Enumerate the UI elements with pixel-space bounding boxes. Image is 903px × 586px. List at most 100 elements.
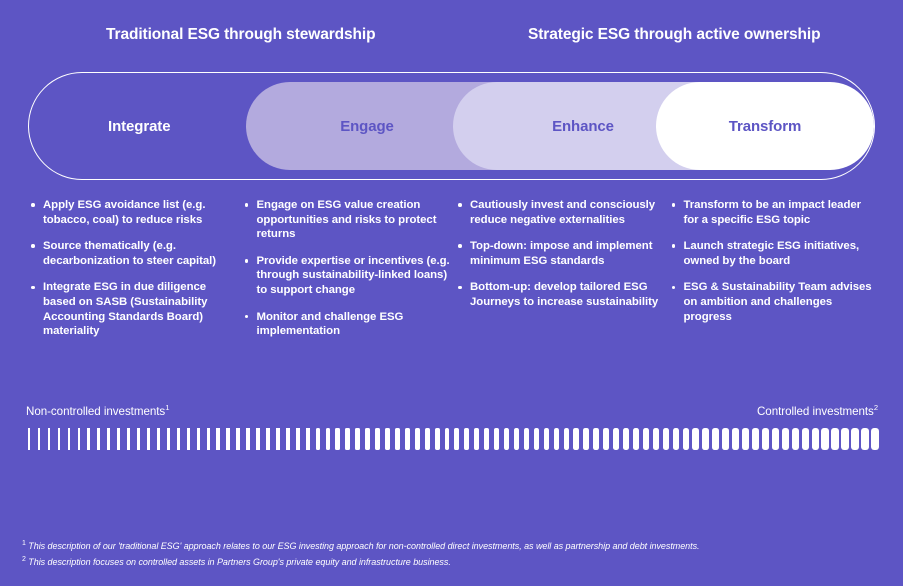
spectrum-tick <box>67 428 70 450</box>
spectrum-tick <box>662 428 670 450</box>
spectrum-tick <box>166 428 170 450</box>
spectrum-tick <box>533 428 540 450</box>
spectrum-label-left-text: Non-controlled investments <box>26 404 166 418</box>
list-item: Integrate ESG in due diligence based on … <box>28 280 238 338</box>
spectrum-tick <box>642 428 650 450</box>
spectrum-tick <box>851 428 860 450</box>
spectrum-tick <box>504 428 510 450</box>
stage-capsule-band: Integrate Engage Enhance Transform <box>28 72 875 180</box>
spectrum-tick <box>236 428 240 450</box>
spectrum-tick <box>246 428 250 450</box>
spectrum-tick <box>47 428 50 450</box>
list-item: Provide expertise or incentives (e.g. th… <box>242 254 452 298</box>
list-item: Bottom-up: develop tailored ESG Journeys… <box>455 280 665 309</box>
spectrum-tick <box>692 428 700 450</box>
footnote-2-marker: 2 <box>22 556 26 563</box>
list-item: Engage on ESG value creation opportuniti… <box>242 198 452 242</box>
spectrum-tick <box>335 428 340 450</box>
spectrum-tick <box>434 428 440 450</box>
spectrum-tick <box>742 428 750 450</box>
spectrum-tick <box>385 428 390 450</box>
list-item: Source thematically (e.g. decarbonizatio… <box>28 239 238 268</box>
spectrum-tick <box>712 428 720 450</box>
footnote-1-marker: 1 <box>22 540 26 547</box>
spectrum-tick <box>523 428 530 450</box>
spectrum-tick <box>593 428 600 450</box>
spectrum-tick <box>513 428 520 450</box>
spectrum-tick <box>256 428 260 450</box>
header-strategic-esg: Strategic ESG through active ownership <box>528 26 821 43</box>
spectrum-tick <box>146 428 150 450</box>
spectrum-tick <box>404 428 410 450</box>
spectrum-tick <box>355 428 360 450</box>
footnote-1: 1 This description of our 'traditional E… <box>22 537 882 553</box>
spectrum-tick <box>811 428 820 450</box>
spectrum-tick <box>583 428 590 450</box>
stage-transform[interactable]: Transform <box>656 82 874 170</box>
stage-enhance-label: Enhance <box>552 117 614 135</box>
spectrum-tick <box>107 428 110 450</box>
spectrum-tick <box>632 428 640 450</box>
spectrum-tick <box>623 428 630 450</box>
spectrum-tick <box>603 428 610 450</box>
spectrum-tick <box>801 428 810 450</box>
spectrum-tick <box>702 428 710 450</box>
spectrum-tick <box>553 428 560 450</box>
spectrum-tick <box>57 428 60 450</box>
spectrum-tick <box>464 428 470 450</box>
list-item: ESG & Sustainability Team advises on amb… <box>669 280 879 324</box>
spectrum-tick <box>484 428 490 450</box>
list-item: Monitor and challenge ESG implementation <box>242 310 452 339</box>
spectrum-tick <box>732 428 740 450</box>
spectrum-tick <box>831 428 840 450</box>
column-engage: Engage on ESG value creation opportuniti… <box>242 198 452 351</box>
spectrum-labels: Non-controlled investments1 Controlled i… <box>26 403 878 421</box>
spectrum-tick <box>206 428 210 450</box>
footnote-2: 2 This description focuses on controlled… <box>22 553 882 569</box>
spectrum-gradient-bar <box>24 427 880 451</box>
spectrum-tick <box>127 428 130 450</box>
spectrum-tick <box>424 428 430 450</box>
spectrum-tick <box>841 428 850 450</box>
bullet-list-engage: Engage on ESG value creation opportuniti… <box>242 198 452 339</box>
spectrum-tick <box>97 428 100 450</box>
list-item: Top-down: impose and implement minimum E… <box>455 239 665 268</box>
spectrum-tick <box>761 428 770 450</box>
stage-integrate-label: Integrate <box>108 117 171 135</box>
spectrum-tick <box>454 428 460 450</box>
spectrum-tick <box>871 428 880 450</box>
header-traditional-esg: Traditional ESG through stewardship <box>106 26 376 43</box>
stage-transform-label: Transform <box>728 117 802 135</box>
stage-integrate[interactable]: Integrate <box>28 82 274 170</box>
spectrum-tick <box>137 428 140 450</box>
spectrum-tick <box>305 428 310 450</box>
bullet-list-transform: Transform to be an impact leader for a s… <box>669 198 879 324</box>
spectrum-tick <box>682 428 690 450</box>
list-item: Transform to be an impact leader for a s… <box>669 198 879 227</box>
spectrum-tick <box>652 428 660 450</box>
spectrum-tick <box>156 428 160 450</box>
spectrum-tick <box>117 428 120 450</box>
stage-engage-label: Engage <box>340 117 394 135</box>
spectrum-tick <box>196 428 200 450</box>
column-integrate: Apply ESG avoidance list (e.g. tobacco, … <box>28 198 238 351</box>
spectrum-tick <box>494 428 500 450</box>
bullet-list-enhance: Cautiously invest and consciously reduce… <box>455 198 665 310</box>
spectrum-tick <box>345 428 350 450</box>
spectrum-tick <box>325 428 330 450</box>
spectrum-label-right-superscript: 2 <box>873 403 878 412</box>
spectrum-tick <box>791 428 800 450</box>
spectrum-tick <box>315 428 320 450</box>
bullet-list-integrate: Apply ESG avoidance list (e.g. tobacco, … <box>28 198 238 339</box>
spectrum-tick <box>563 428 570 450</box>
spectrum-tick <box>722 428 730 450</box>
footnote-2-text: This description focuses on controlled a… <box>28 557 451 567</box>
spectrum-tick <box>266 428 270 450</box>
footnote-1-text: This description of our 'traditional ESG… <box>28 541 700 551</box>
spectrum-tick <box>672 428 680 450</box>
spectrum-tick <box>365 428 370 450</box>
spectrum-tick <box>861 428 870 450</box>
spectrum-tick <box>295 428 300 450</box>
spectrum-label-right-text: Controlled investments <box>756 404 874 418</box>
